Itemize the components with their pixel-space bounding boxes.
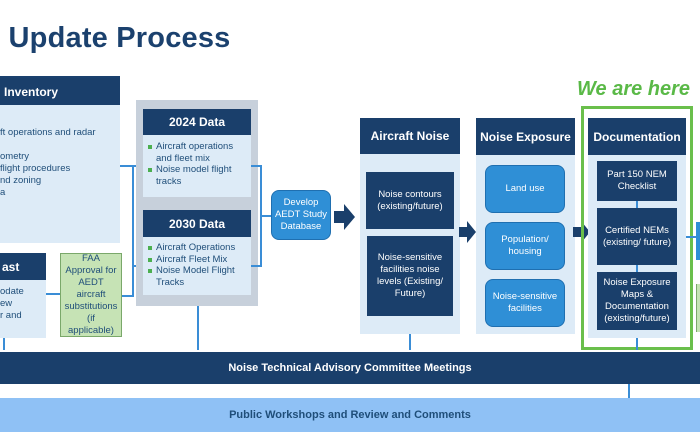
connector xyxy=(3,338,5,350)
inventory-panel: ft operations and radar ometry flight pr… xyxy=(0,105,120,243)
faa-approval-note: FAA Approval for AEDT aircraft substitut… xyxy=(60,253,122,337)
forecast-line: r and xyxy=(0,310,22,321)
data-2024-panel: Aircraft operations and fleet mix Noise … xyxy=(143,135,251,197)
connector xyxy=(197,306,199,350)
part-150-checklist-box: Part 150 NEM Checklist xyxy=(597,161,677,201)
data-2030-bullet: Noise Model Flight Tracks xyxy=(146,265,248,288)
data-2030-header: 2030 Data xyxy=(143,210,251,237)
land-use-box: Land use xyxy=(485,165,565,213)
forecast-line: odate xyxy=(0,286,24,297)
forecast-panel: odate ew r and xyxy=(0,280,46,338)
committee-meetings-bar: Noise Technical Advisory Committee Meeti… xyxy=(0,352,700,384)
develop-aedt-database: Develop AEDT Study Database xyxy=(271,190,331,240)
page-title: l Update Process xyxy=(0,22,231,54)
noise-exposure-header: Noise Exposure xyxy=(476,118,575,155)
connector xyxy=(409,334,411,350)
connector xyxy=(628,384,630,398)
data-2024-header: 2024 Data xyxy=(143,109,251,135)
noise-exposure-maps-box: Noise Exposure Maps & Documentation (exi… xyxy=(597,272,677,330)
noise-sensitive-facilities-box: Noise-sensitive facilities xyxy=(485,279,565,327)
connector xyxy=(260,215,272,217)
connector xyxy=(251,265,261,267)
aircraft-noise-header: Aircraft Noise xyxy=(360,118,460,154)
inventory-header: Inventory xyxy=(0,78,120,105)
title-underline xyxy=(0,76,120,79)
next-step-box-partial xyxy=(696,222,700,260)
connector xyxy=(251,165,261,167)
data-2030-bullet: Aircraft Fleet Mix xyxy=(146,254,248,266)
arrow-right-icon xyxy=(334,204,355,230)
forecast-header: ast xyxy=(0,253,46,280)
data-2024-bullet: Aircraft operations and fleet mix xyxy=(146,141,248,164)
noise-sensitive-levels-box: Noise-sensitive facilities noise levels … xyxy=(367,236,453,316)
connector xyxy=(686,236,696,238)
forecast-line: ew xyxy=(0,298,13,309)
inventory-line: ft operations and radar xyxy=(0,127,96,138)
data-2024-bullet: Noise model flight tracks xyxy=(146,164,248,187)
data-2030-panel: Aircraft Operations Aircraft Fleet Mix N… xyxy=(143,237,251,295)
certified-nems-box: Certified NEMs (existing/ future) xyxy=(597,208,677,265)
connector xyxy=(636,265,638,272)
next-note-partial xyxy=(696,284,700,332)
connector xyxy=(132,165,134,297)
documentation-header: Documentation xyxy=(588,118,686,155)
inventory-line xyxy=(0,139,120,151)
connector xyxy=(122,295,134,297)
noise-contours-box: Noise contours (existing/future) xyxy=(366,172,454,229)
inventory-line: ometry xyxy=(0,151,30,162)
arrow-right-icon xyxy=(459,221,476,243)
population-housing-box: Population/ housing xyxy=(485,222,565,270)
connector xyxy=(46,293,60,295)
public-workshops-bar: Public Workshops and Review and Comments xyxy=(0,398,700,432)
inventory-line: a xyxy=(0,187,6,198)
inventory-line: nd zoning xyxy=(0,175,42,186)
we-are-here-label: We are here xyxy=(577,78,691,100)
connector xyxy=(120,165,134,167)
connector xyxy=(636,201,638,208)
inventory-line: flight procedures xyxy=(0,163,71,174)
data-2030-bullet: Aircraft Operations xyxy=(146,242,248,254)
connector xyxy=(636,338,638,350)
